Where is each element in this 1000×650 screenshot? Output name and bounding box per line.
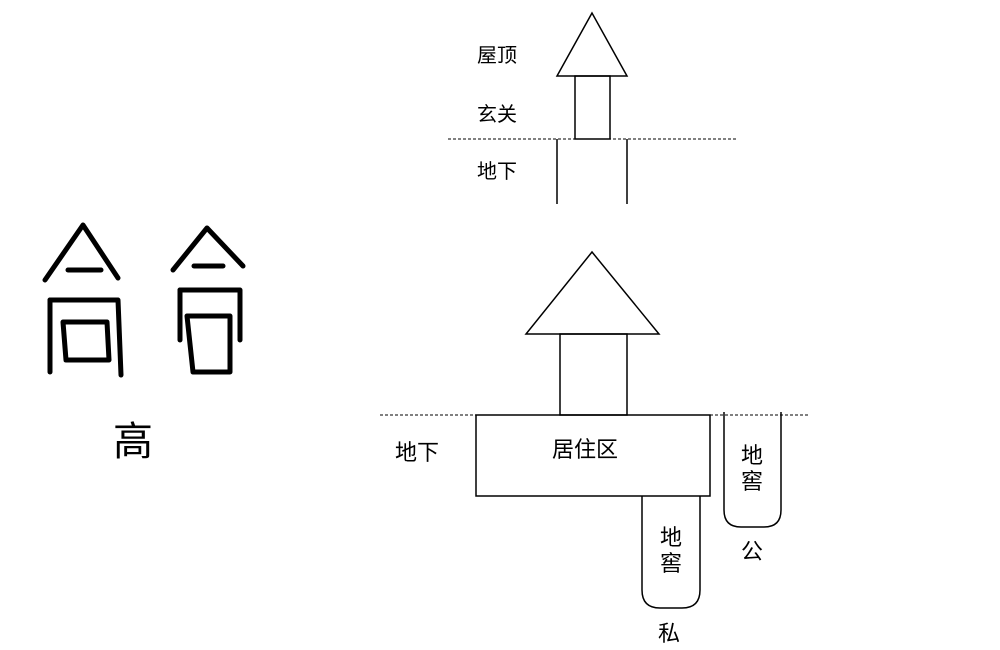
living-area-box: [475, 414, 711, 497]
top-roof-triangle: [555, 11, 629, 77]
living-area-label: 居住区: [552, 438, 619, 463]
private-cellar-shape: [641, 496, 701, 609]
public-cellar-label-line1: 地: [740, 444, 763, 469]
public-cellar-label: 地 窖: [737, 444, 767, 496]
character-caption: 高: [113, 419, 153, 465]
entrance-label: 玄关: [477, 102, 517, 126]
top-underground-label: 地下: [477, 159, 517, 183]
top-entrance-box: [574, 75, 611, 140]
private-cellar-label-line1: 地: [659, 526, 682, 551]
private-caption: 私: [658, 622, 681, 647]
bottom-house-diagram: [380, 250, 808, 609]
public-cellar-shape: [723, 412, 782, 528]
bottom-underground-label: 地下: [395, 441, 440, 466]
bottom-entrance-box: [559, 333, 628, 416]
ancient-glyph-2: [170, 225, 246, 375]
private-cellar-label-line2: 窖: [659, 552, 682, 577]
roof-label: 屋顶: [477, 43, 517, 67]
top-house-diagram: [448, 11, 736, 204]
bottom-roof-triangle: [524, 250, 661, 335]
public-cellar-label-line2: 窖: [740, 470, 763, 495]
public-caption: 公: [741, 540, 764, 565]
ancient-glyph-1: [42, 222, 124, 378]
private-cellar-label: 地 窖: [656, 526, 686, 578]
